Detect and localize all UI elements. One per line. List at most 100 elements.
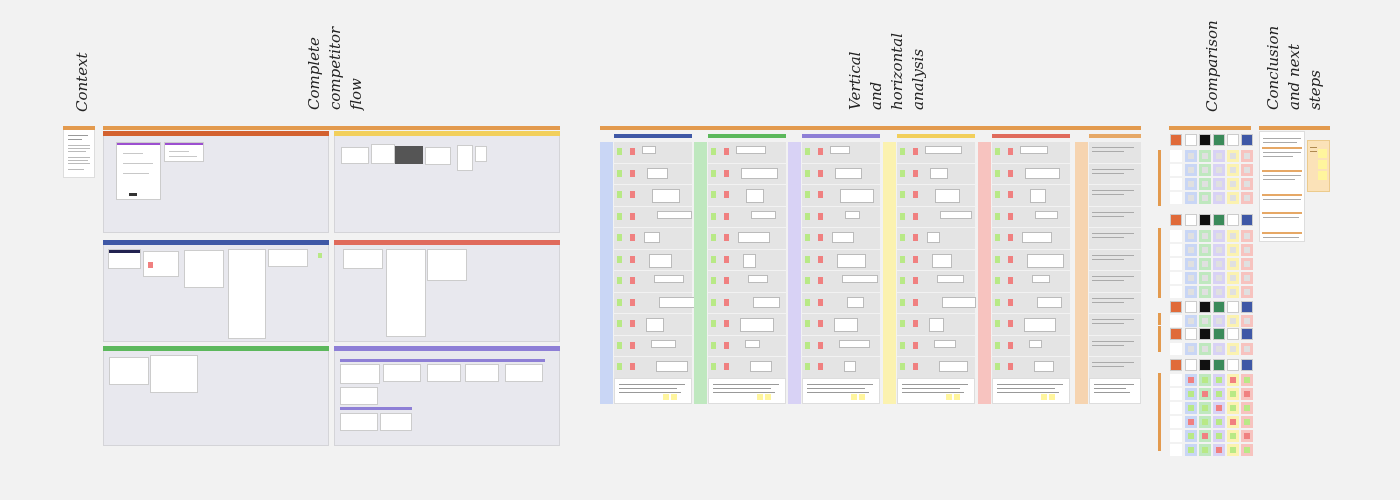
mini-screenshot[interactable] <box>741 168 778 179</box>
analysis-cell[interactable] <box>992 357 1070 378</box>
mini-screenshot[interactable] <box>847 297 864 308</box>
mini-screenshot[interactable] <box>929 318 944 332</box>
sticky-note[interactable] <box>1318 171 1327 180</box>
screen-card[interactable] <box>427 364 461 382</box>
sticky-note[interactable] <box>859 394 865 400</box>
sticky-note[interactable] <box>671 394 677 400</box>
mini-screenshot[interactable] <box>939 361 968 372</box>
comparison-cell[interactable] <box>1170 164 1182 176</box>
screen-card[interactable] <box>343 249 383 269</box>
mini-screenshot[interactable] <box>1029 340 1042 348</box>
analysis-cell[interactable] <box>1089 228 1141 249</box>
analysis-cell[interactable] <box>1089 142 1141 163</box>
analysis-cell[interactable] <box>1089 185 1141 206</box>
screen-card[interactable] <box>341 147 369 164</box>
sticky-note[interactable] <box>1318 149 1327 158</box>
mini-screenshot[interactable] <box>738 232 770 243</box>
analysis-cell[interactable] <box>992 207 1070 228</box>
screen-card[interactable] <box>184 250 224 288</box>
screen-card[interactable] <box>427 249 467 281</box>
screen-card[interactable] <box>109 357 149 385</box>
mini-screenshot[interactable] <box>839 340 870 348</box>
screen-card[interactable] <box>340 364 380 384</box>
mini-screenshot[interactable] <box>659 297 696 308</box>
sticky-note[interactable] <box>1049 394 1055 400</box>
comparison-cell[interactable] <box>1170 388 1182 400</box>
mini-screenshot[interactable] <box>1024 318 1056 332</box>
mini-screenshot[interactable] <box>934 340 956 348</box>
mini-screenshot[interactable] <box>845 211 860 219</box>
sticky-note[interactable] <box>765 394 771 400</box>
mini-screenshot[interactable] <box>937 275 964 283</box>
mini-screenshot[interactable] <box>654 275 684 283</box>
mini-screenshot[interactable] <box>746 189 764 203</box>
mini-screenshot[interactable] <box>842 275 878 283</box>
comparison-cell[interactable] <box>1170 272 1182 284</box>
comparison-cell[interactable] <box>1170 444 1182 456</box>
mini-screenshot[interactable] <box>748 275 768 283</box>
screen-card[interactable] <box>268 249 308 267</box>
analysis-cell[interactable] <box>1089 293 1141 314</box>
screen-card[interactable] <box>116 142 161 200</box>
analysis-summary[interactable] <box>1089 378 1141 404</box>
sticky-note[interactable] <box>1318 160 1327 169</box>
analysis-cell[interactable] <box>1089 314 1141 335</box>
analysis-cell[interactable] <box>1089 250 1141 271</box>
analysis-summary[interactable] <box>614 378 692 404</box>
mini-screenshot[interactable] <box>927 232 940 243</box>
mini-screenshot[interactable] <box>657 211 692 219</box>
comparison-cell[interactable] <box>1170 286 1182 298</box>
mini-screenshot[interactable] <box>1020 146 1048 154</box>
comparison-cell[interactable] <box>1170 315 1182 327</box>
comparison-cell[interactable] <box>1170 230 1182 242</box>
screen-card[interactable] <box>386 249 426 337</box>
analysis-cell[interactable] <box>1089 336 1141 357</box>
mini-screenshot[interactable] <box>930 168 948 179</box>
mini-screenshot[interactable] <box>753 297 780 308</box>
competitor-panel[interactable] <box>334 346 560 446</box>
mini-screenshot[interactable] <box>743 254 756 268</box>
comparison-cell[interactable] <box>1170 343 1182 355</box>
mini-screenshot[interactable] <box>834 318 858 332</box>
mini-screenshot[interactable] <box>940 211 972 219</box>
screen-card[interactable] <box>457 145 473 171</box>
comparison-cell[interactable] <box>1170 374 1182 386</box>
competitor-panel[interactable] <box>334 240 560 342</box>
competitor-panel[interactable] <box>103 240 329 342</box>
sticky-note[interactable] <box>1041 394 1047 400</box>
competitor-panel[interactable] <box>334 131 560 233</box>
analysis-summary[interactable] <box>802 378 880 404</box>
comparison-cell[interactable] <box>1170 258 1182 270</box>
mini-screenshot[interactable] <box>745 340 760 348</box>
screen-card[interactable] <box>164 142 204 162</box>
mini-screenshot[interactable] <box>642 146 656 154</box>
mini-screenshot[interactable] <box>1035 211 1058 219</box>
mini-screenshot[interactable] <box>1037 297 1062 308</box>
competitor-panel[interactable] <box>103 346 329 446</box>
mini-screenshot[interactable] <box>649 254 672 268</box>
comparison-cell[interactable] <box>1170 192 1182 204</box>
screen-card[interactable] <box>340 387 378 405</box>
mini-screenshot[interactable] <box>1025 168 1060 179</box>
mini-screenshot[interactable] <box>651 340 676 348</box>
screen-card[interactable] <box>228 249 266 339</box>
analysis-summary[interactable] <box>708 378 786 404</box>
sticky-note[interactable] <box>954 394 960 400</box>
analysis-summary[interactable] <box>897 378 975 404</box>
comparison-cell[interactable] <box>1170 150 1182 162</box>
mini-screenshot[interactable] <box>832 232 854 243</box>
sticky-note[interactable] <box>851 394 857 400</box>
mini-screenshot[interactable] <box>835 168 862 179</box>
screen-card[interactable] <box>108 249 141 269</box>
next-steps-panel[interactable] <box>1307 140 1330 192</box>
analysis-summary[interactable] <box>992 378 1070 404</box>
screen-card[interactable] <box>475 146 487 162</box>
analysis-cell[interactable] <box>802 357 880 378</box>
conclusion-document[interactable] <box>1259 131 1305 242</box>
mini-screenshot[interactable] <box>647 168 668 179</box>
screen-card[interactable] <box>383 364 421 382</box>
analysis-cell[interactable] <box>802 293 880 314</box>
mini-screenshot[interactable] <box>652 189 680 203</box>
mini-screenshot[interactable] <box>830 146 850 154</box>
mini-screenshot[interactable] <box>1027 254 1064 268</box>
